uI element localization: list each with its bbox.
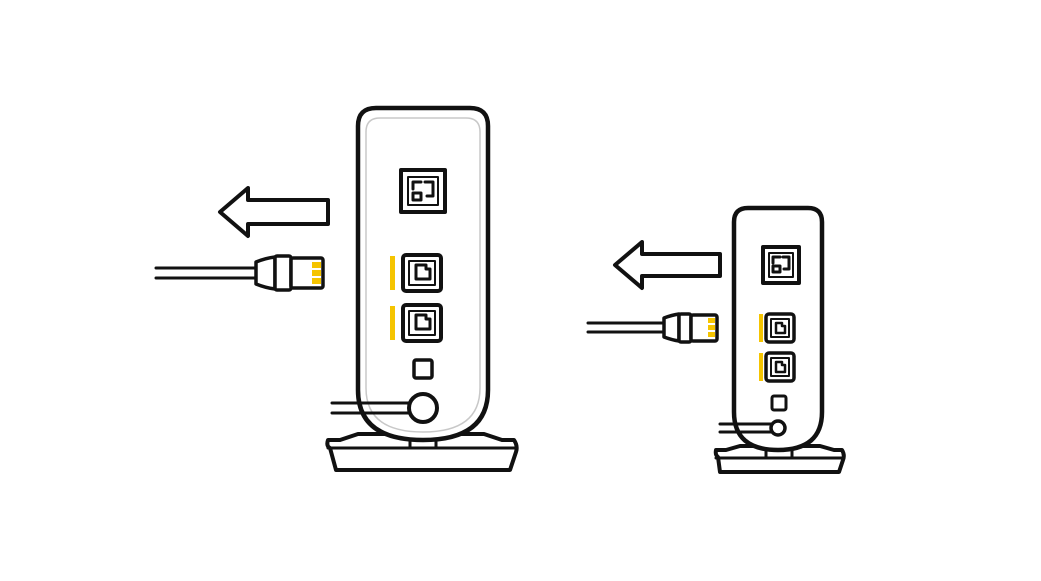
ethernet-port-2 <box>390 303 443 343</box>
device-body <box>355 105 491 443</box>
ethernet-cable <box>586 312 719 344</box>
ethernet-port-1 <box>390 253 443 293</box>
ethernet-cable <box>154 254 325 292</box>
stand <box>325 432 519 472</box>
device-body <box>731 205 825 453</box>
ethernet-port-2 <box>759 351 796 383</box>
ethernet-port-1 <box>759 312 796 344</box>
arrow-left-icon <box>613 240 722 290</box>
small-button <box>770 394 788 412</box>
stand <box>713 444 846 474</box>
router-small <box>586 205 846 474</box>
qr-label-icon <box>399 168 447 214</box>
small-button <box>412 358 434 380</box>
power-port <box>718 419 787 437</box>
qr-label-icon <box>761 245 801 285</box>
router-large <box>154 105 519 472</box>
power-port <box>330 392 439 424</box>
arrow-left-icon <box>218 186 330 238</box>
